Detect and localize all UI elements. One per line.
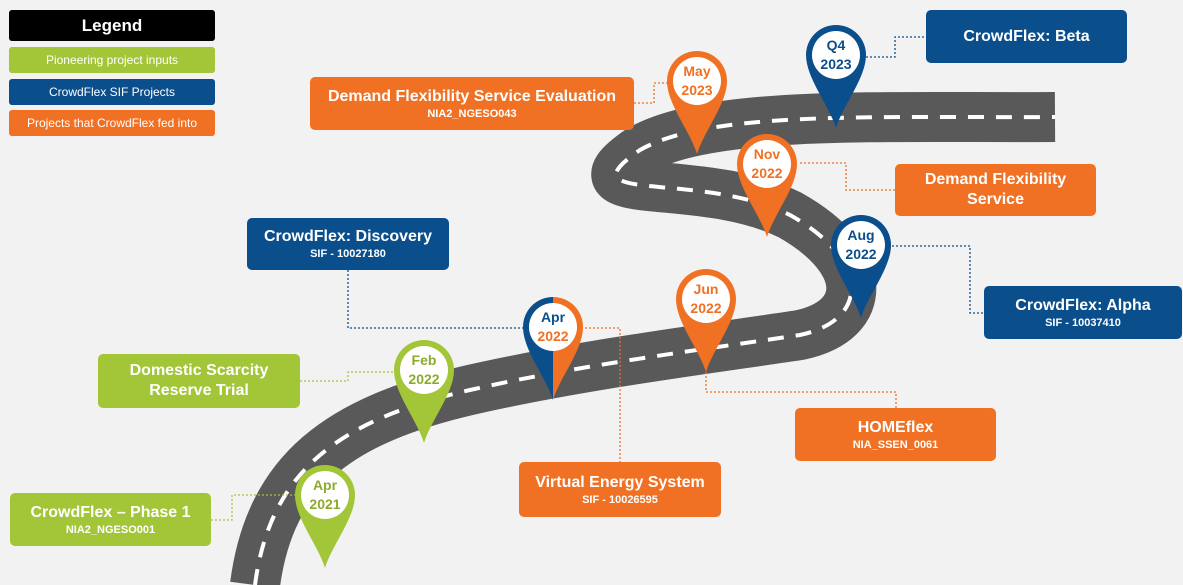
card-demand-flexibility-service-evaluation: Demand Flexibility Service Evaluation NI… [310,77,634,130]
pin-year: 2022 [537,328,569,344]
card-crowdflex-phase1: CrowdFlex – Phase 1 NIA2_NGESO001 [10,493,211,546]
card-title: CrowdFlex – Phase 1 [30,503,191,521]
pin-dfse [667,51,727,154]
card-subtitle: SIF - 10027180 [310,248,386,260]
card-title: CrowdFlex: Beta [963,27,1090,45]
connector-dfse [634,82,668,104]
card-subtitle: NIA_SSEN_0061 [852,438,939,451]
pin-dfs [737,134,797,237]
legend-item-fed-into: Projects that CrowdFlex fed into [9,110,215,136]
card-crowdflex-discovery: CrowdFlex: Discovery SIF - 10027180 [247,218,449,270]
card-demand-flexibility-service: Demand Flexibility Service [895,164,1096,216]
pin-month: Feb [411,352,437,368]
legend-item-crowdflex-sif: CrowdFlex SIF Projects [9,79,215,105]
pin-beta [806,25,866,128]
card-virtual-energy-system: Virtual Energy System SIF - 10026595 [519,462,721,517]
pin-alpha [831,215,891,318]
pin-month: Nov [753,146,781,162]
pin-year: 2023 [820,56,852,72]
card-title: Demand Flexibility Service [924,171,1067,208]
connector-dfs [800,162,895,191]
card-title: Domestic Scarcity Reserve Trial [129,362,269,399]
card-title: Demand Flexibility Service Evaluation [327,87,617,105]
pin-date-dfse: May 2023 [671,62,723,100]
pin-date-beta: Q4 2023 [810,36,862,74]
pin-year: 2022 [408,371,440,387]
card-subtitle: SIF - 10037410 [1045,316,1121,329]
pin-month: Q4 [826,37,846,53]
card-title: HOMEflex [857,418,934,436]
connector-dsrt [300,371,398,382]
connector-discovery [347,270,524,329]
card-domestic-scarcity-reserve-trial: Domestic Scarcity Reserve Trial [98,354,300,408]
card-homeflex: HOMEflex NIA_SSEN_0061 [795,408,996,461]
connector-homeflex [705,372,897,408]
pin-date-alpha: Aug 2022 [835,226,887,264]
pin-date-phase1: Apr 2021 [299,476,351,514]
pin-month: Apr [312,477,338,493]
legend-item-pioneering: Pioneering project inputs [9,47,215,73]
card-crowdflex-beta: CrowdFlex: Beta [926,10,1127,63]
card-subtitle: NIA2_NGESO043 [427,107,517,120]
connector-alpha [888,245,984,314]
pin-year: 2022 [845,246,877,262]
pin-month: May [683,63,711,79]
pin-year: 2022 [751,165,783,181]
pin-date-homeflex: Jun 2022 [680,280,732,318]
card-subtitle: NIA2_NGESO001 [65,523,156,536]
pin-month: Aug [847,227,875,243]
pin-date-dsrt: Feb 2022 [398,351,450,389]
pin-month: Jun [693,281,719,297]
pin-year: 2022 [690,300,722,316]
pin-month: Apr [540,309,566,325]
card-title: Virtual Energy System [535,473,705,491]
card-crowdflex-alpha: CrowdFlex: Alpha SIF - 10037410 [984,286,1182,339]
pin-date-dfs: Nov 2022 [741,145,793,183]
card-title: CrowdFlex: Alpha [1015,296,1151,314]
card-subtitle: SIF - 10026595 [582,493,658,506]
pin-homeflex [676,269,736,372]
pin-phase1 [295,465,355,568]
connector-beta [866,36,926,58]
pin-dsrt [394,340,454,443]
pin-date-apr-2022: Apr 2022 [527,308,579,346]
pin-apr-2022 [523,297,583,400]
pin-year: 2023 [681,82,713,98]
pin-year: 2021 [309,496,341,512]
connector-phase1 [211,494,300,521]
card-title: CrowdFlex: Discovery [263,228,433,245]
connector-ves [585,327,621,462]
legend-title: Legend [9,10,215,41]
